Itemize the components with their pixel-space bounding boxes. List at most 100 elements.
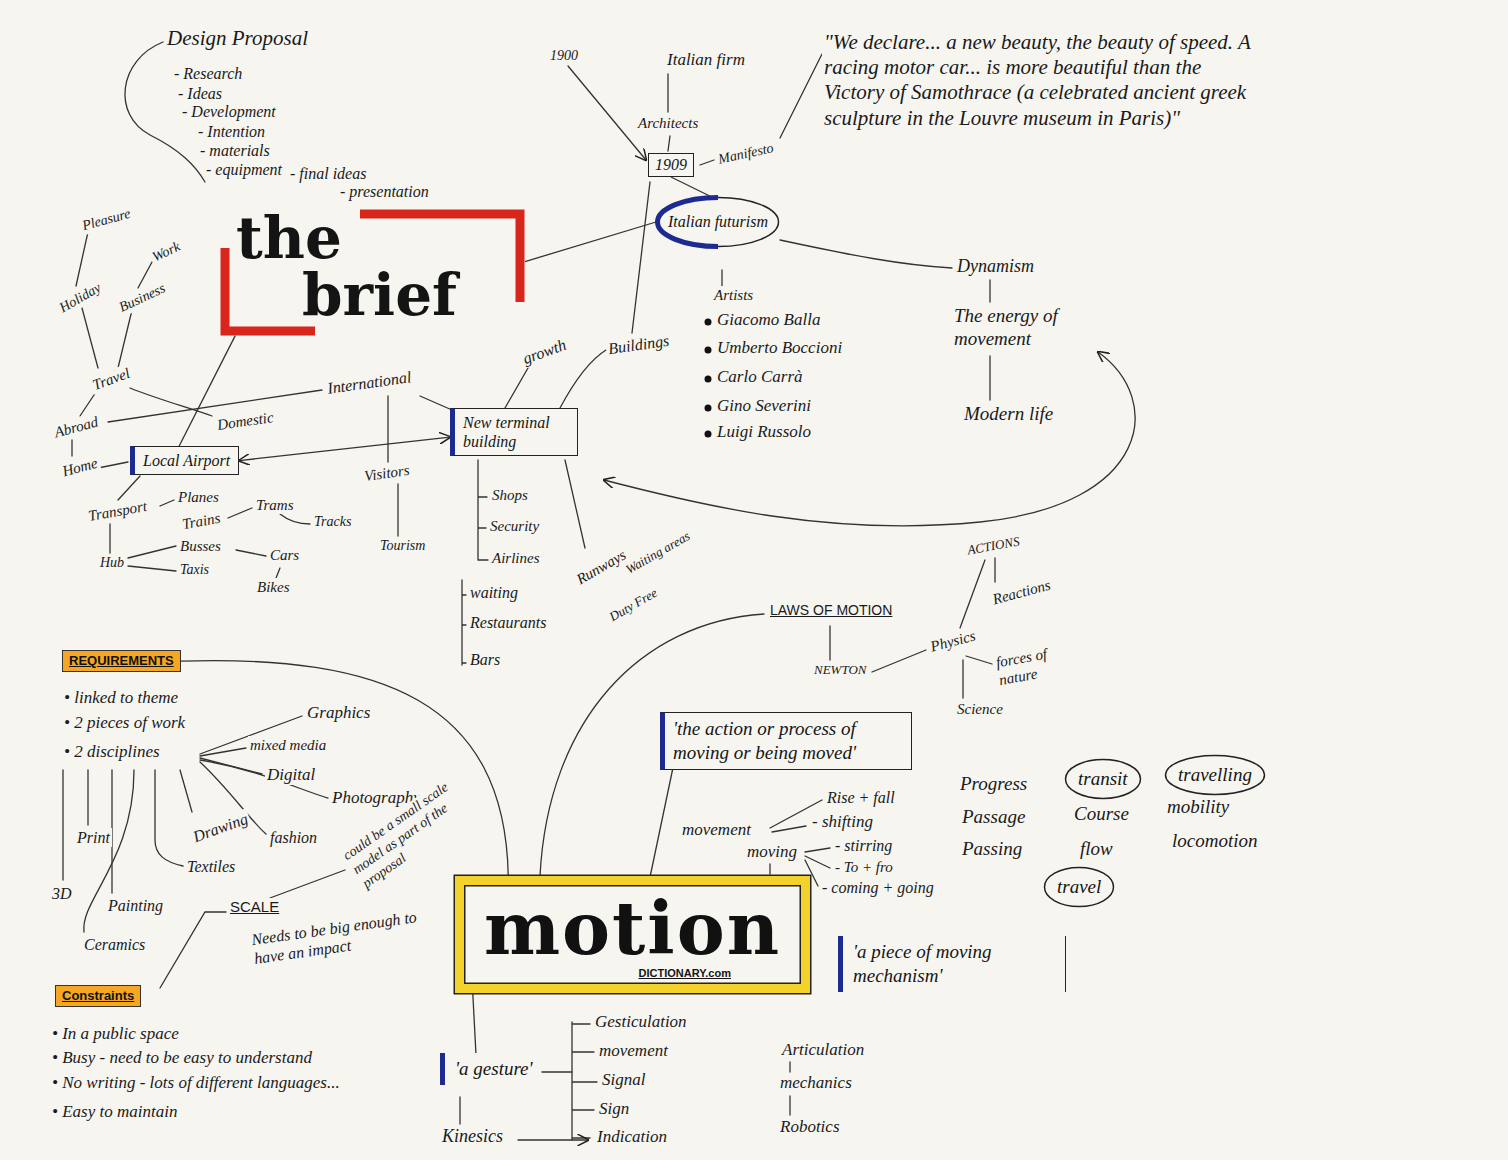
node-text: travelling (1178, 763, 1252, 787)
note-label: moving (745, 842, 799, 862)
note-label: Science (955, 700, 1005, 718)
oval-outline (1166, 756, 1265, 795)
definition-box: 'the action or process of moving or bein… (660, 712, 912, 770)
sketch-line (960, 560, 985, 628)
note-label: Architects (636, 114, 700, 132)
note-label: - shifting (810, 812, 875, 832)
sketch-line (789, 1096, 790, 1115)
sketch-line (462, 580, 466, 665)
sketch-line (62, 770, 63, 880)
sketch-line (155, 770, 183, 866)
sketch-line (200, 760, 328, 798)
sketch-line (769, 864, 770, 874)
note-label: "We declare... a new beauty, the beauty … (822, 30, 1266, 131)
note-label: - final ideas (288, 164, 368, 183)
sketch-line (772, 826, 806, 832)
node-text: 'the action or process of moving or bein… (673, 717, 903, 765)
note-label: Course (1072, 803, 1131, 826)
sketch-line (236, 550, 266, 556)
sketch-line (572, 1022, 597, 1140)
sketch-line (542, 1071, 572, 1072)
oval-outline (658, 198, 779, 247)
note-label: Hub (98, 555, 126, 572)
sketch-line (130, 388, 212, 416)
node-text: the brief (302, 210, 519, 324)
note-label: Sign (597, 1099, 631, 1119)
note-label: - materials (198, 141, 272, 160)
node-text: Italian futurism (668, 212, 768, 232)
sketch-line (780, 240, 952, 268)
note-label: Cars (268, 546, 301, 564)
sketch-line (270, 870, 345, 898)
sketch-line (805, 848, 830, 852)
sketch-line (118, 310, 132, 368)
note-label: Tourism (378, 538, 427, 555)
note-label: - Intention (196, 122, 267, 141)
note-label: Robotics (778, 1117, 842, 1137)
note-label: Drawing (189, 808, 253, 847)
sketch-line (700, 160, 714, 165)
note-label: Home (58, 453, 101, 481)
note-label: Umberto Boccioni (715, 338, 844, 358)
note-label: Buildings (605, 331, 672, 359)
sketch-line (705, 405, 712, 412)
note-label: Pleasure (79, 205, 135, 235)
note-label: Passing (960, 838, 1024, 861)
note-label: Manifesto (715, 140, 777, 169)
note-label: Tracks (312, 514, 353, 531)
connector-line (239, 437, 450, 461)
node-text: Local Airport (143, 451, 230, 470)
sketch-line (71, 440, 72, 456)
note-label: flow (1078, 838, 1115, 861)
note-label: Bars (468, 650, 502, 669)
sketch-line (459, 1097, 460, 1124)
topic-box: New terminal building (450, 408, 578, 456)
sketch-line (63, 42, 1135, 1140)
node-text: motion (474, 891, 791, 967)
note-label: Signal (600, 1070, 647, 1090)
note-label: Transport (85, 497, 150, 526)
note-label: Planes (176, 488, 221, 506)
note-label: Bikes (255, 578, 291, 596)
title-box: the brief (220, 208, 525, 336)
sketch-line (994, 558, 995, 582)
note-label: Print (75, 828, 112, 847)
note-label: Work (148, 238, 185, 267)
node-text: transit (1078, 767, 1128, 791)
sketch-line (667, 74, 668, 112)
note-label: • 2 pieces of work (62, 713, 187, 733)
definition-box: 'a gesture' (440, 1053, 543, 1085)
note-label: - Ideas (176, 84, 224, 103)
sketch-line (505, 368, 528, 408)
sketch-line (568, 66, 646, 160)
heading-tag: Constraints (55, 985, 141, 1007)
sketch-line (604, 352, 1135, 526)
definition-box: 'a piece of moving mechanism' (838, 936, 1066, 992)
sketch-line (518, 1139, 588, 1140)
note-label: Graphics (305, 703, 372, 723)
connector-line (181, 661, 509, 876)
node-text: DICTIONARY.com (474, 967, 791, 980)
sketch-line (872, 650, 926, 672)
note-label: Restaurants (468, 613, 548, 632)
note-label: • Busy - need to be easy to understand (50, 1048, 314, 1068)
word-oval: travelling (1164, 754, 1266, 796)
note-label: Domestic (214, 408, 277, 434)
note-label: Ceramics (82, 935, 147, 954)
note-label: Trams (254, 496, 296, 514)
connector-line (525, 222, 656, 262)
sketch-line (387, 396, 388, 462)
sketch-line (87, 770, 88, 825)
note-label: movement (680, 820, 753, 840)
note-label: Holiday (55, 279, 106, 318)
note-label: mobility (1165, 796, 1231, 819)
note-label: growth (518, 334, 570, 369)
sketch-line (280, 514, 310, 524)
note-label: 1900 (548, 48, 580, 65)
node-text: travel (1057, 875, 1101, 899)
note-label: Gino Severini (715, 396, 813, 416)
motion-box: motionDICTIONARY.com (455, 876, 810, 993)
sketch-line (565, 460, 585, 548)
word-oval: travel (1043, 866, 1115, 908)
